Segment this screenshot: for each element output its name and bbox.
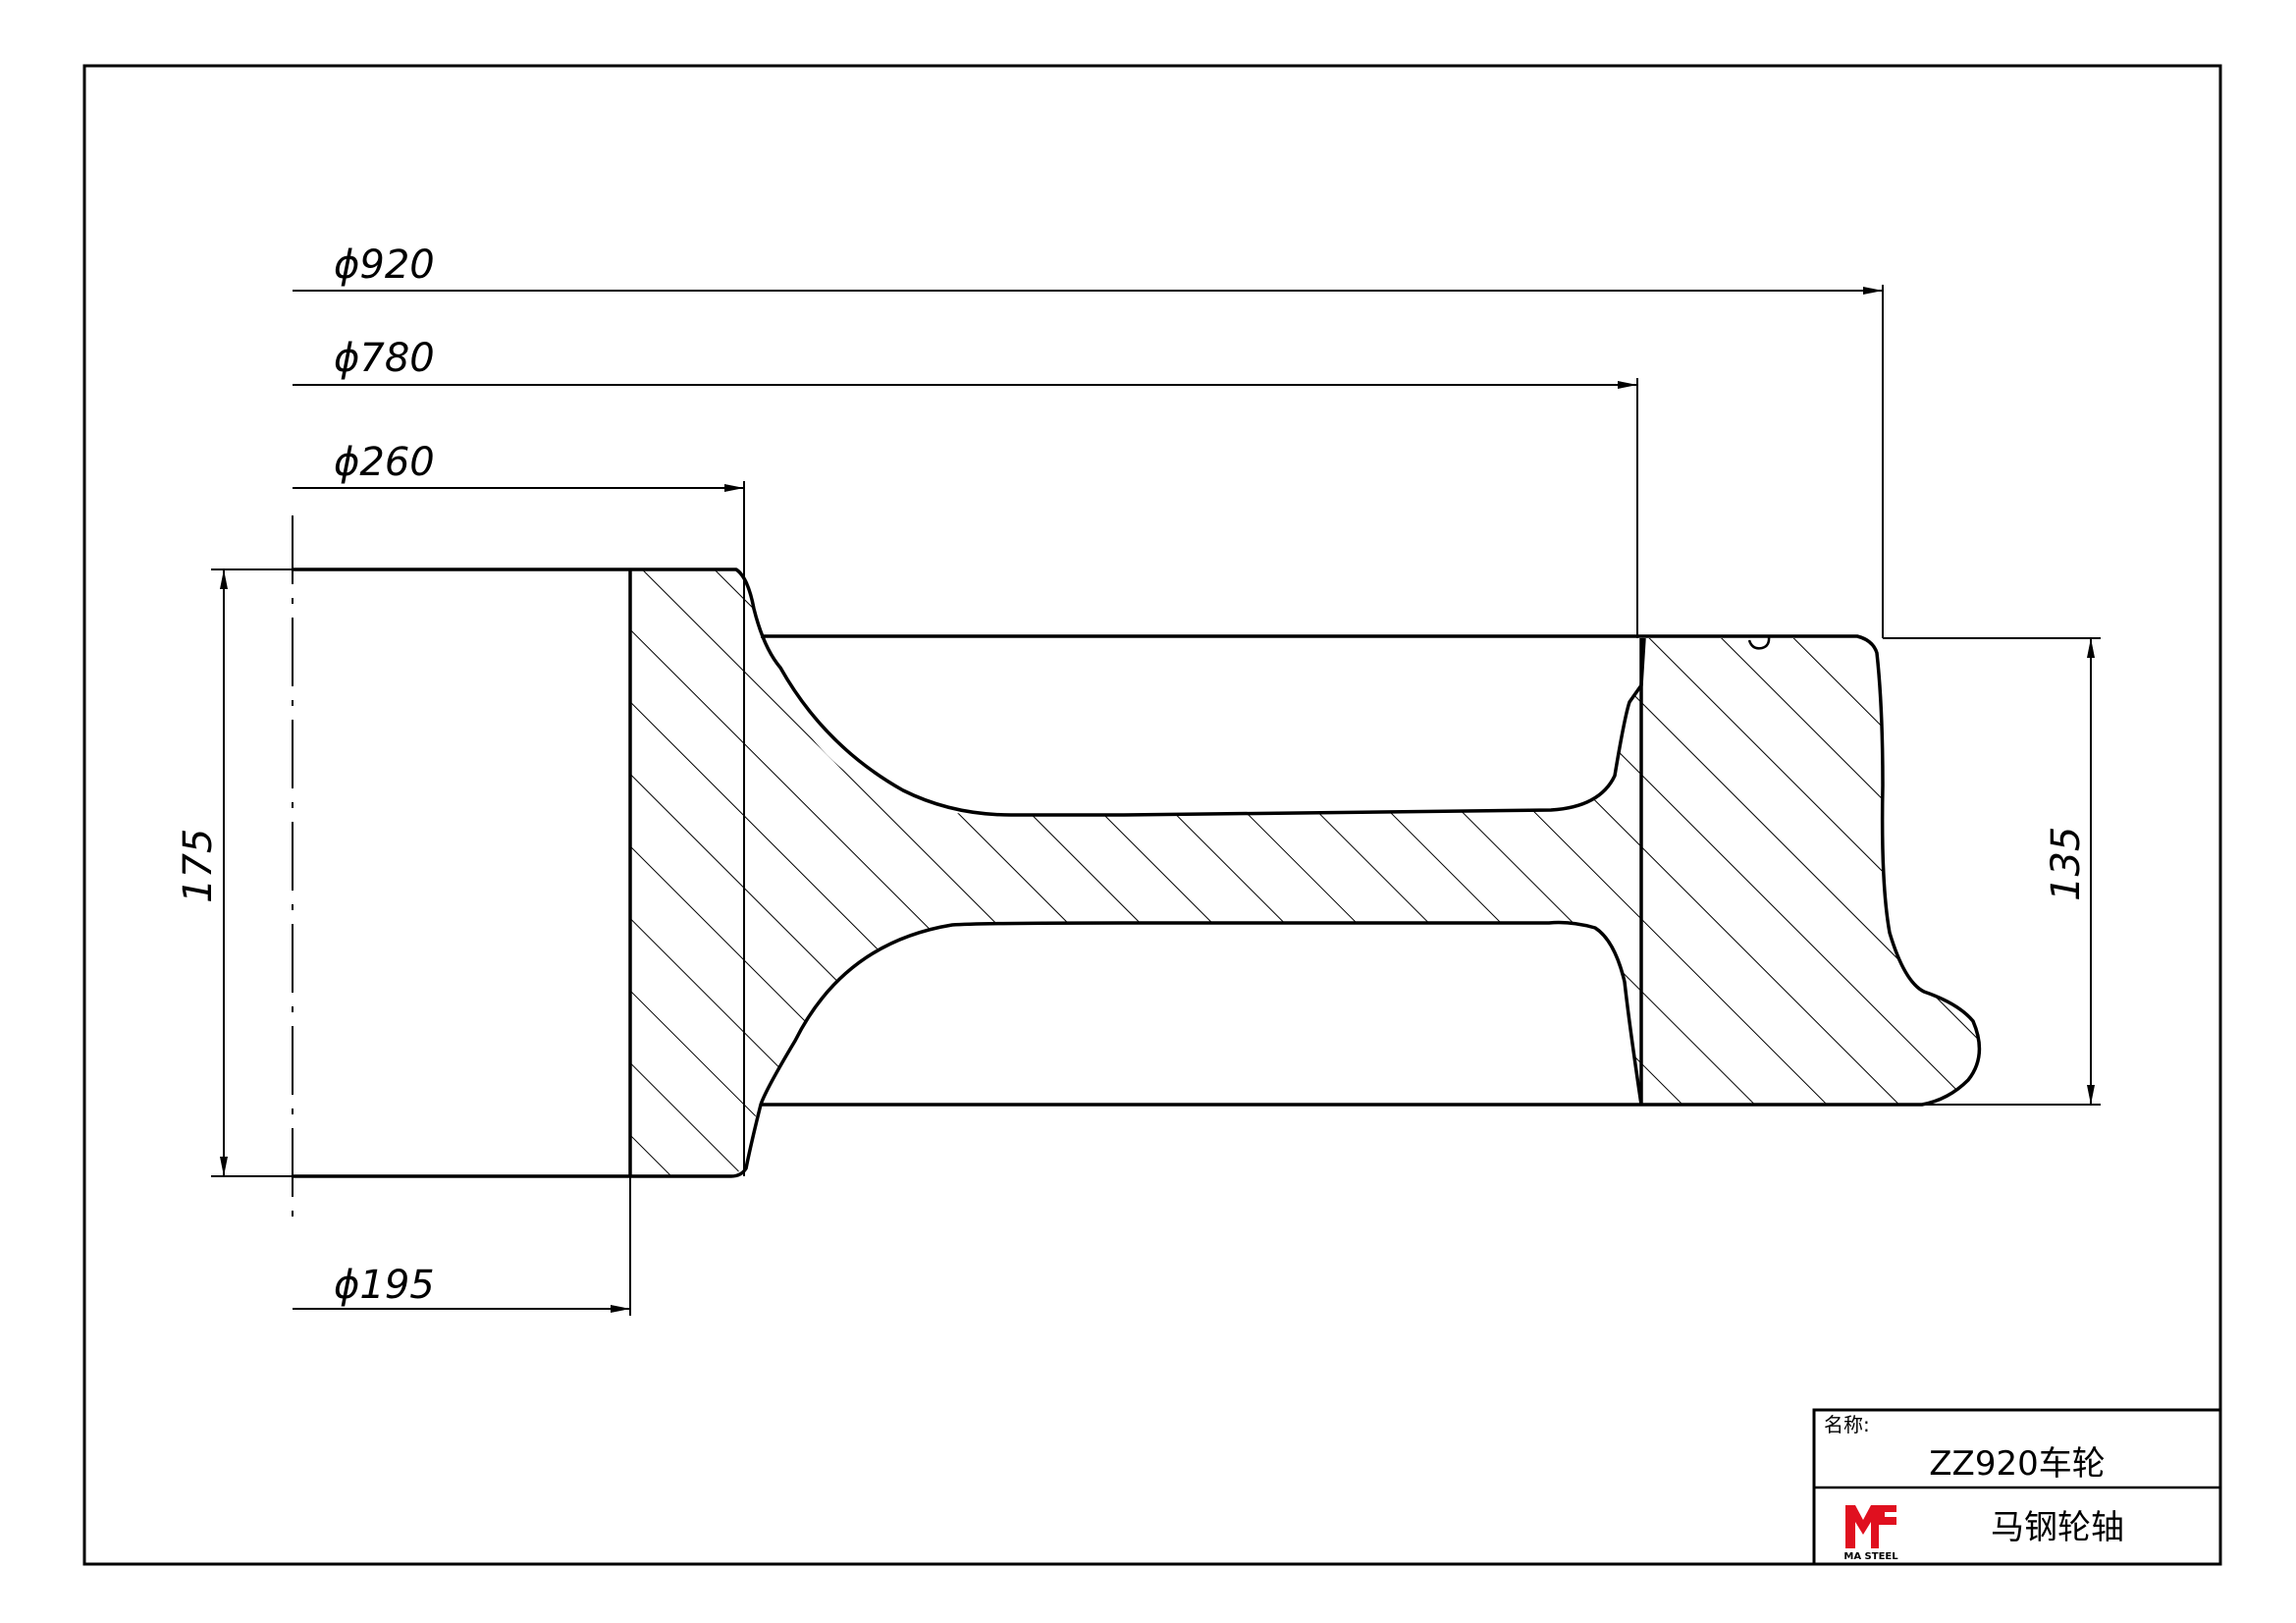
web-lower-outline: [293, 920, 1643, 1178]
flange-groove: [1747, 635, 1771, 650]
dim-label-hub-width: 175: [176, 829, 221, 903]
title-block-part-name: ZZ920车轮: [1929, 1444, 2105, 1484]
dimension-lines: [220, 287, 2095, 1313]
masteel-logo-text: MA STEEL: [1843, 1551, 1898, 1562]
dim-label-rim-width: 135: [2044, 827, 2089, 901]
title-block-name-label: 名称:: [1824, 1413, 1870, 1436]
title-block: 名称: ZZ920车轮 MA STEEL 马钢轮轴: [1812, 1408, 2222, 1566]
wheel-section-outline: [293, 568, 1982, 1178]
extension-lines: [211, 285, 2101, 1316]
masteel-logo: MA STEEL: [1843, 1505, 1898, 1562]
dim-label-d780: ϕ780: [334, 336, 435, 381]
title-block-company: 马钢轮轴: [1991, 1508, 2124, 1547]
dim-label-d260: ϕ260: [334, 440, 435, 485]
drawing-frame: [82, 64, 2222, 1566]
dim-label-d920: ϕ920: [334, 243, 435, 288]
dim-label-d195: ϕ195: [334, 1263, 435, 1308]
rim-outline: [761, 634, 1982, 1107]
hub-outline: [293, 568, 1646, 817]
wheel-section-hatch: [630, 569, 1980, 1176]
